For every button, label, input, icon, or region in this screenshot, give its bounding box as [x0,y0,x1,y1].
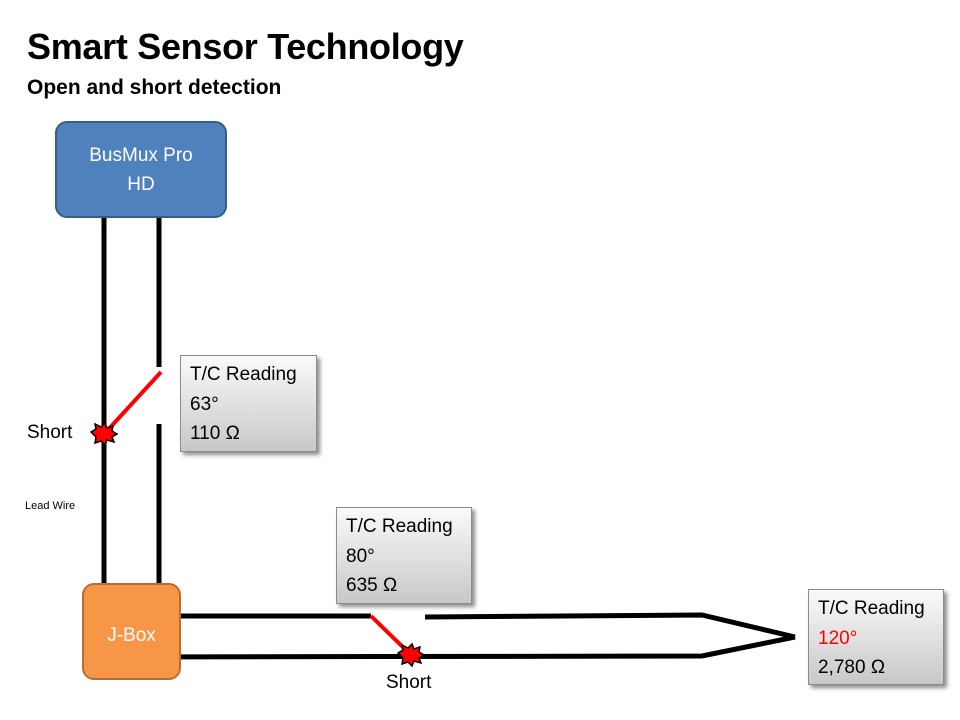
short-wire-upper [104,370,163,434]
short-spark-lower [396,642,426,668]
tc-reading-temperature: 63° [190,393,219,415]
short-label-upper: Short [27,422,73,443]
tc-reading-temperature: 80° [346,545,375,567]
jbox-node: J-Box [82,583,181,680]
busmux-label-line1: BusMux Pro [89,144,193,166]
tc-reading-resistance: 110 Ω [190,423,240,444]
jbox-label: J-Box [107,625,156,646]
tc-wire-top-right [424,612,796,640]
tc-reading-resistance: 2,780 Ω [818,657,886,678]
page-subtitle: Open and short detection [27,76,282,99]
tc-reading-heading: T/C Reading [190,364,297,385]
tc-reading-heading: T/C Reading [818,598,925,619]
busmux-node: BusMux Pro HD [55,121,227,218]
short-label-lower: Short [386,672,432,693]
page-title: Smart Sensor Technology [27,26,464,67]
tc-reading-box-2: T/C Reading 80° 635 Ω [336,507,472,604]
busmux-label-line2: HD [127,173,155,195]
tc-reading-box-1: T/C Reading 63° 110 Ω [180,355,317,452]
tc-reading-resistance: 635 Ω [346,575,398,596]
short-spark-upper [89,421,119,447]
tc-reading-temperature-alert: 120° [818,627,858,649]
lead-wire-label: Lead Wire [25,500,76,512]
tc-wire-bottom [103,634,796,660]
tc-reading-box-3: T/C Reading 120° 2,780 Ω [808,589,944,685]
tc-reading-heading: T/C Reading [346,516,453,537]
